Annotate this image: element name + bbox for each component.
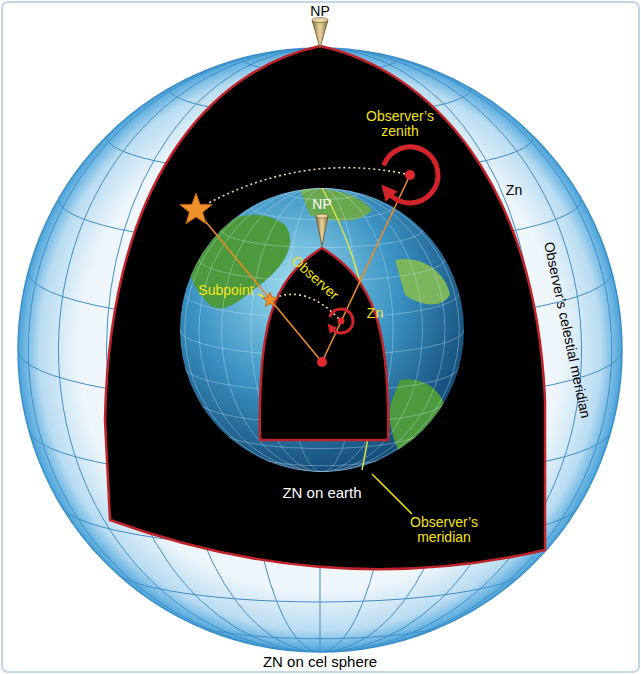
zn-arrow xyxy=(384,147,438,203)
label: Subpoint xyxy=(198,283,253,298)
pole-cone xyxy=(312,20,328,48)
earth-cutaway xyxy=(260,248,388,440)
leader-ticks xyxy=(258,294,412,514)
label: Observer’s meridian xyxy=(404,515,484,545)
label: ZN on earth xyxy=(282,485,361,500)
earth-center-dot xyxy=(317,357,327,367)
label: ZN on cel sphere xyxy=(263,654,377,669)
earth-grid xyxy=(180,188,464,474)
zenith-dot xyxy=(405,170,415,180)
zn-arrow xyxy=(330,309,353,333)
label: Zn xyxy=(367,306,383,321)
observer-dot xyxy=(338,318,345,325)
sphere-cutaway xyxy=(105,46,545,569)
pole-cone xyxy=(316,216,328,246)
label: Observer’s celestial meridian xyxy=(541,240,593,419)
earth-land xyxy=(188,189,450,466)
star-symbol xyxy=(180,193,212,224)
earth-globe xyxy=(180,188,464,472)
label: NP xyxy=(312,197,331,212)
label: Zn xyxy=(506,183,522,198)
label: Observer xyxy=(289,253,342,303)
subpoint-star xyxy=(262,292,277,307)
label: NP xyxy=(310,4,329,19)
dotted-arcs xyxy=(196,168,410,321)
pole-cone-top xyxy=(316,214,328,218)
sight-lines xyxy=(196,175,410,362)
label: Observer’s zenith xyxy=(361,109,439,139)
